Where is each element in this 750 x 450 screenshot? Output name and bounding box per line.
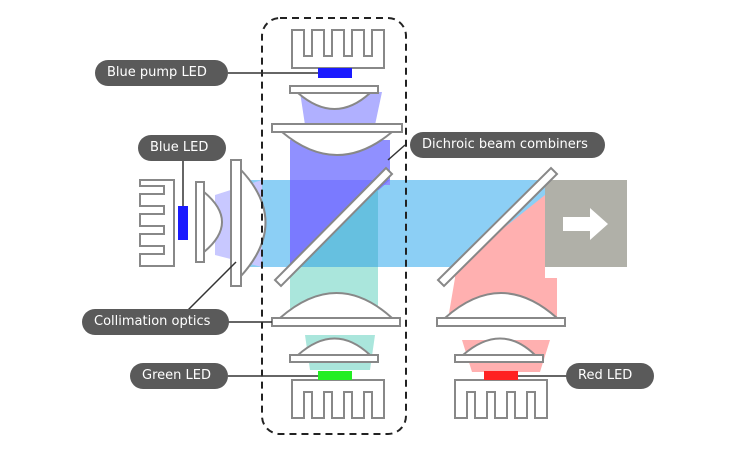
heatsink-icon (291, 29, 385, 69)
heatsink-icon-left (139, 179, 175, 267)
collimation-optics-label: Collimation optics (82, 309, 229, 335)
red-beam (455, 195, 545, 278)
heatsink-icon-red (454, 379, 548, 419)
leader-lines (181, 72, 568, 377)
green-led-chip (318, 371, 352, 380)
lens-icon (195, 85, 566, 363)
blue-pump-led-chip (318, 68, 352, 78)
blue-pump-led-label: Blue pump LED (95, 60, 228, 86)
green-led-label: Green LED (130, 363, 228, 389)
arrow-right-icon (563, 208, 608, 240)
heatsink-icon-green (291, 379, 385, 419)
red-led-label: Red LED (566, 363, 654, 389)
dichroic-beam-combiners-label: Dichroic beam combiners (410, 132, 605, 158)
dichroic-mirror-icon (273, 166, 559, 288)
dashed-module-outline (261, 17, 407, 435)
blue-led-label: Blue LED (138, 135, 226, 161)
red-led-chip (484, 371, 518, 380)
blue-led-chip (178, 206, 188, 240)
